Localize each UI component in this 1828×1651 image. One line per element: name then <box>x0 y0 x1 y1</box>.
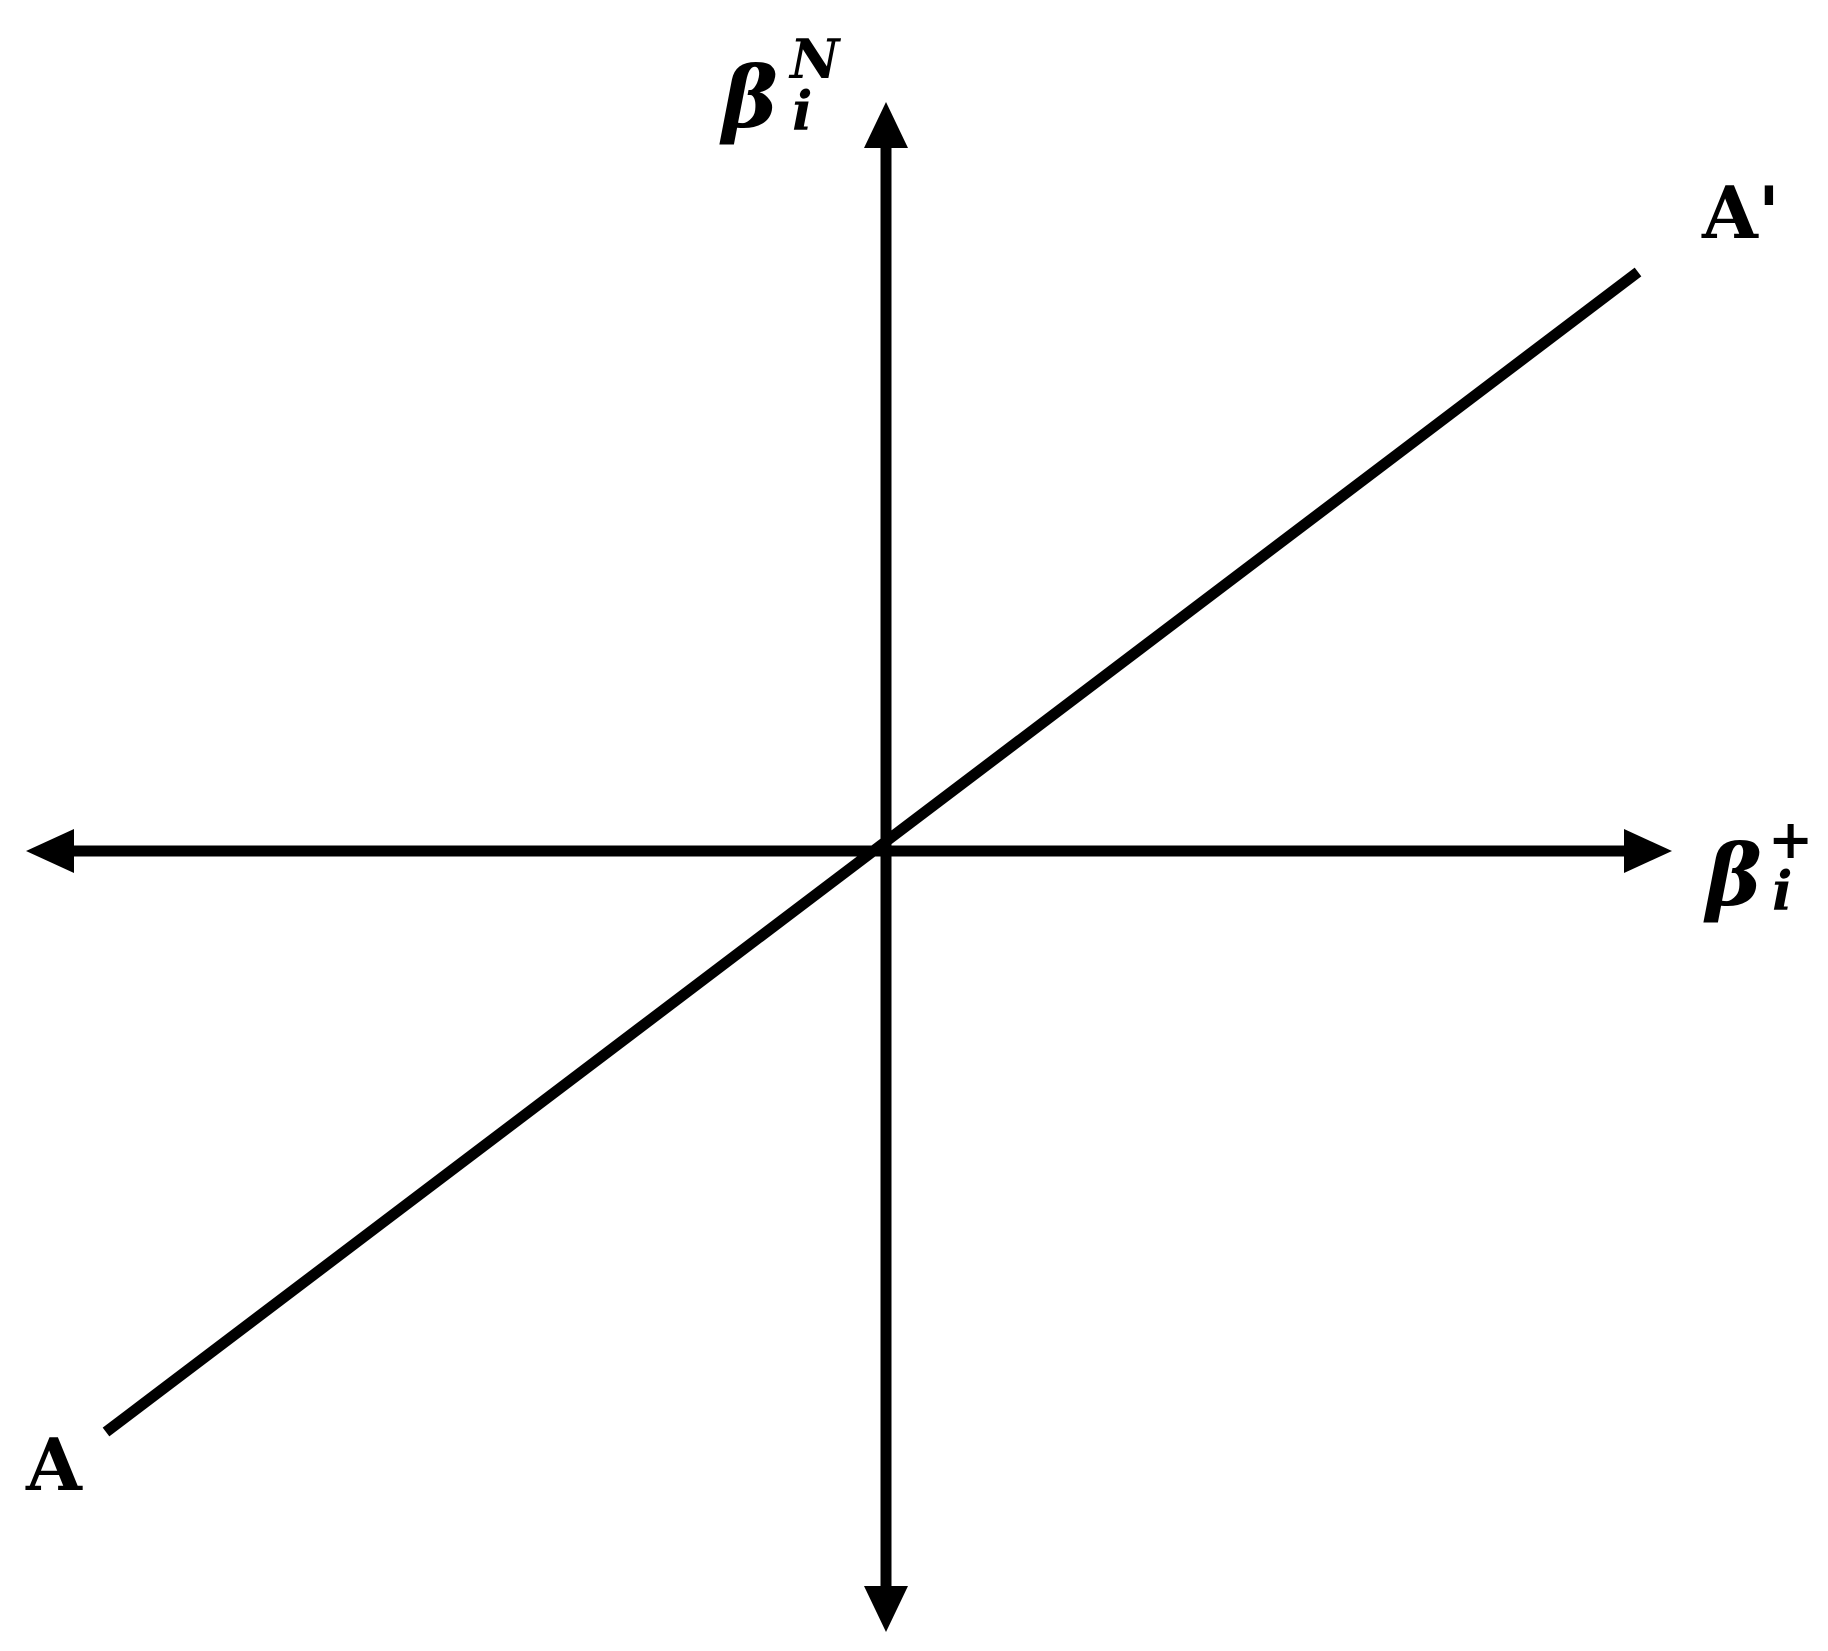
vertical-axis-bottom-arrowhead <box>864 1586 908 1632</box>
horizontal-axis-left-arrowhead <box>26 829 74 873</box>
x-axis-label: β + i <box>1703 807 1819 925</box>
x-axis-symbol: β <box>1703 826 1762 925</box>
y-axis-symbol: β <box>719 48 778 147</box>
x-axis-subscript: i <box>1772 859 1793 923</box>
vertical-axis-top-arrowhead <box>864 102 908 148</box>
y-axis-label: β N i <box>719 27 845 147</box>
x-axis-superscript: + <box>1768 807 1813 871</box>
y-axis-superscript: N <box>788 27 842 91</box>
y-axis-subscript: i <box>792 79 813 143</box>
horizontal-axis-right-arrowhead <box>1624 829 1672 873</box>
line-end-label: A' <box>1701 170 1780 255</box>
line-start-label: A <box>25 1422 83 1507</box>
line-a-a-prime <box>102 267 1642 1437</box>
